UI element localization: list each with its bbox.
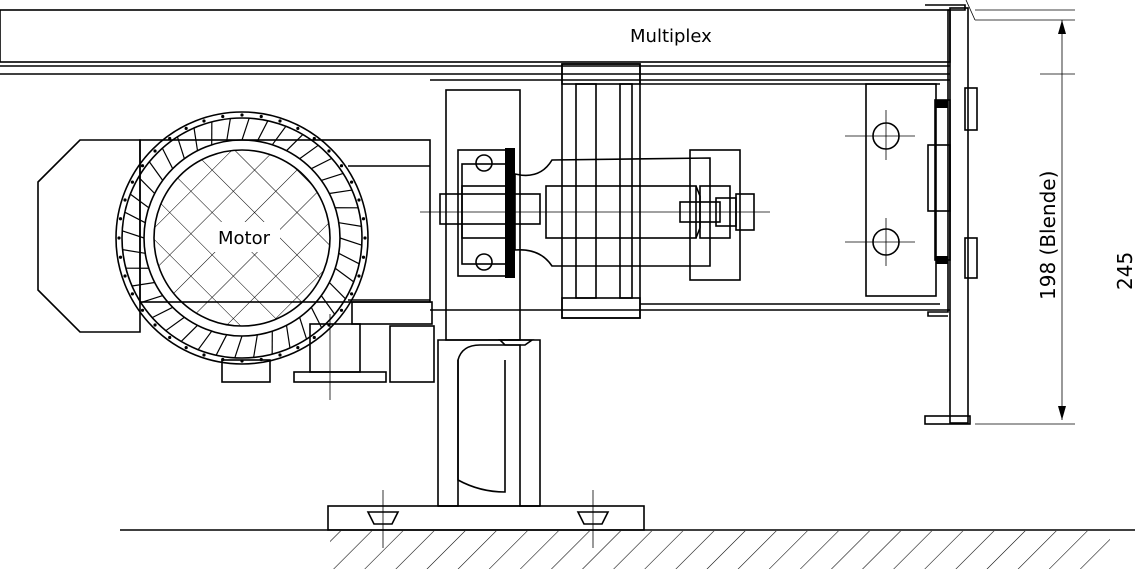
floor bbox=[120, 529, 1135, 569]
motor-core: Motor bbox=[153, 149, 331, 327]
shaft-coupling bbox=[420, 149, 770, 281]
bearing-block bbox=[457, 148, 515, 278]
dim-blende-text: 198 (Blende) bbox=[1036, 171, 1060, 300]
inner-frame bbox=[430, 79, 950, 311]
dimension-lines: 198 (Blende) 245 bbox=[975, 9, 1135, 425]
motor-label: Motor bbox=[218, 228, 271, 249]
multiplex-label: Multiplex bbox=[630, 26, 712, 47]
dim-total-text: 245 bbox=[1113, 252, 1135, 290]
motor-fan bbox=[115, 111, 369, 365]
support-column bbox=[437, 339, 541, 507]
i-beam bbox=[561, 63, 641, 319]
mounting-bracket bbox=[845, 83, 978, 297]
motor-feet bbox=[221, 314, 435, 400]
multiplex-plate: Multiplex bbox=[0, 9, 951, 75]
